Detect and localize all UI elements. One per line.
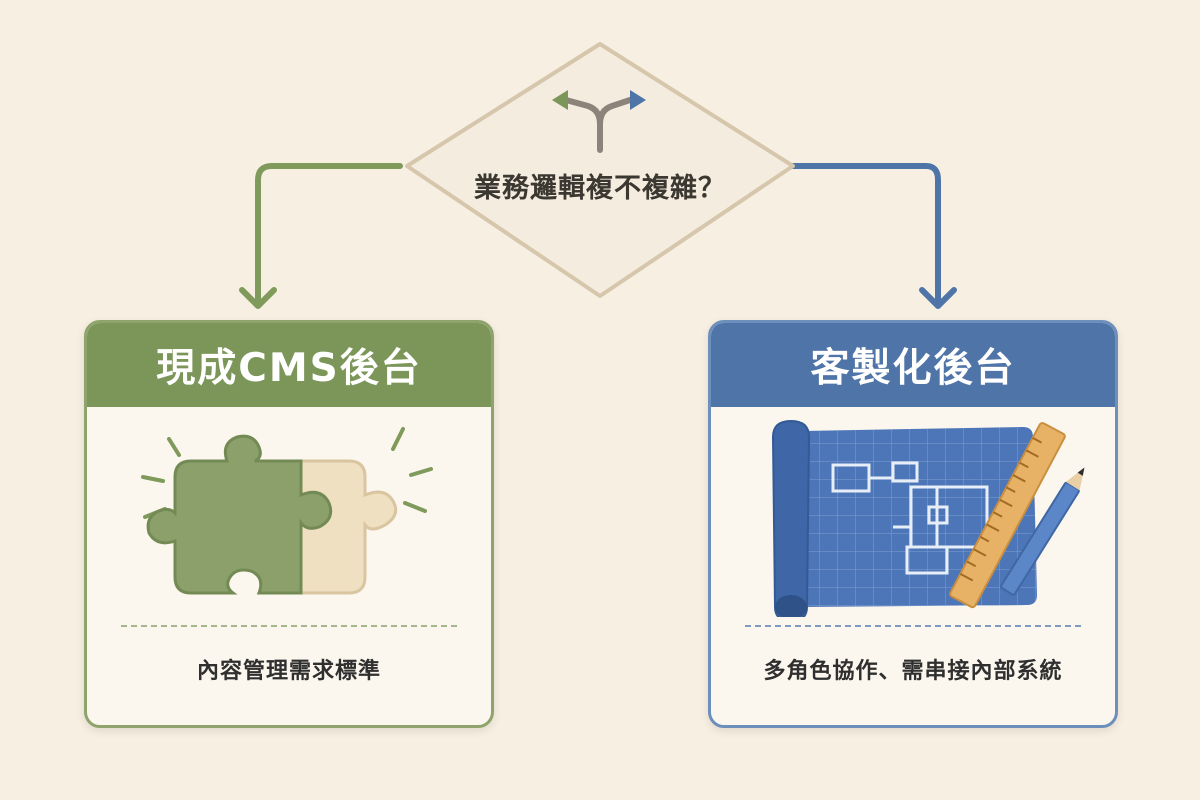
fork-arrows-icon [552, 90, 646, 153]
card-divider-right [745, 625, 1081, 627]
option-description-cms: 內容管理需求標準 [196, 659, 381, 684]
left-branch-arrow [255, 163, 403, 305]
option-card-cms: 現成CMS後台 內容管理需求標準 [84, 320, 494, 728]
left-arrowhead [239, 287, 277, 309]
right-branch-arrow [790, 163, 941, 305]
right-arrowhead [919, 287, 957, 309]
card-divider-left [121, 625, 457, 627]
option-card-custom: 客製化後台 [708, 320, 1118, 728]
blueprint-ruler-pencil-icon [771, 419, 1085, 617]
option-description-custom: 多角色協作、需串接內部系統 [763, 659, 1063, 684]
decision-question: 業務邏輯複不複雜？ [474, 173, 726, 204]
decision-diamond [405, 42, 795, 298]
option-title-custom: 客製化後台 [711, 323, 1115, 407]
puzzle-pieces-icon [141, 427, 433, 595]
option-title-cms: 現成CMS後台 [87, 323, 491, 407]
